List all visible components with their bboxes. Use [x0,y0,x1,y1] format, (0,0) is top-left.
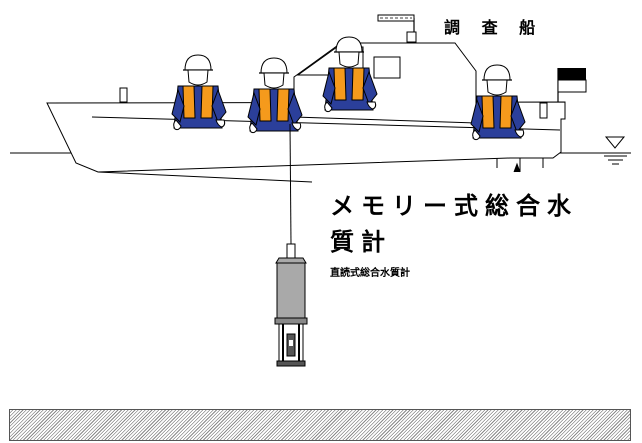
worker-icon [171,54,227,131]
hatched-band [9,409,631,441]
flag-icon [557,68,587,102]
worker-icon [247,57,303,134]
instrument-subtitle: 直読式総合水質計 [330,268,410,279]
worker-icon [470,64,526,141]
ship-name-label: 調 査 船 [444,18,544,37]
instrument-title-line2: 質計 [330,228,392,256]
instrument-title-line1: メモリー式総合水 [330,192,578,220]
water-level-icon [604,136,627,165]
sensor-cable [289,123,292,245]
water-quality-sensor-icon [274,243,308,367]
